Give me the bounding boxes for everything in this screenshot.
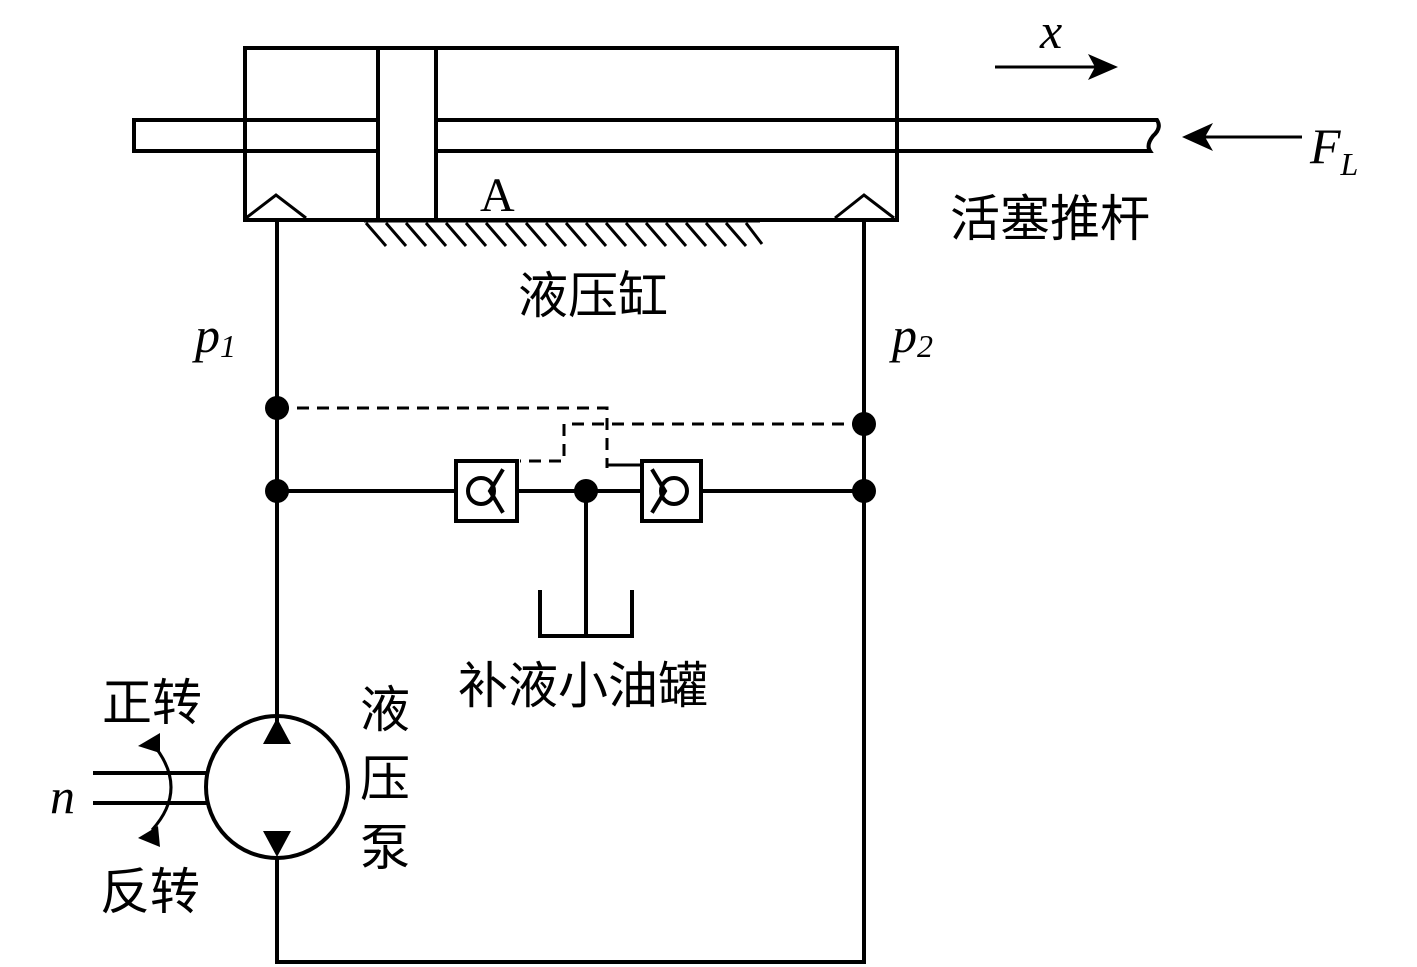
cylinder-label: 液压缸 [518, 267, 668, 325]
pump-label-2: 压 [360, 750, 410, 808]
displacement-label: x [1039, 3, 1062, 59]
makeup-tank [538, 590, 634, 638]
junction-dots [265, 396, 876, 503]
hydraulic-cylinder [132, 46, 1161, 247]
area-label: A [480, 169, 515, 222]
tank-label: 补液小油罐 [458, 657, 708, 715]
piston [376, 46, 438, 222]
pressure-right-label: p2 [889, 307, 933, 364]
left-port-mark [245, 193, 307, 220]
check-valve-left [454, 459, 519, 523]
circuit-lines [275, 218, 866, 964]
right-port-mark [834, 193, 895, 220]
check-valve-right [640, 459, 703, 523]
piston-rod-label: 活塞推杆 [950, 190, 1150, 248]
ground-hatching [364, 219, 764, 247]
bottom-line [275, 858, 866, 964]
pilot-lines [277, 406, 864, 468]
pressure-left-label: p1 [192, 307, 236, 364]
pump-label-3: 泵 [360, 819, 410, 877]
forward-rotation-label: 正转 [102, 674, 202, 732]
displacement-arrow [995, 54, 1118, 80]
load-force-arrow [1182, 123, 1302, 151]
hydraulic-pump [93, 714, 350, 860]
pump-label-1: 液 [360, 681, 410, 739]
cylinder-body [243, 46, 899, 222]
speed-label: n [50, 768, 75, 824]
left-rod [132, 118, 380, 153]
load-force-label: FL [1309, 118, 1358, 182]
reverse-rotation-label: 反转 [100, 863, 200, 921]
piston-push-rod [434, 118, 1161, 153]
